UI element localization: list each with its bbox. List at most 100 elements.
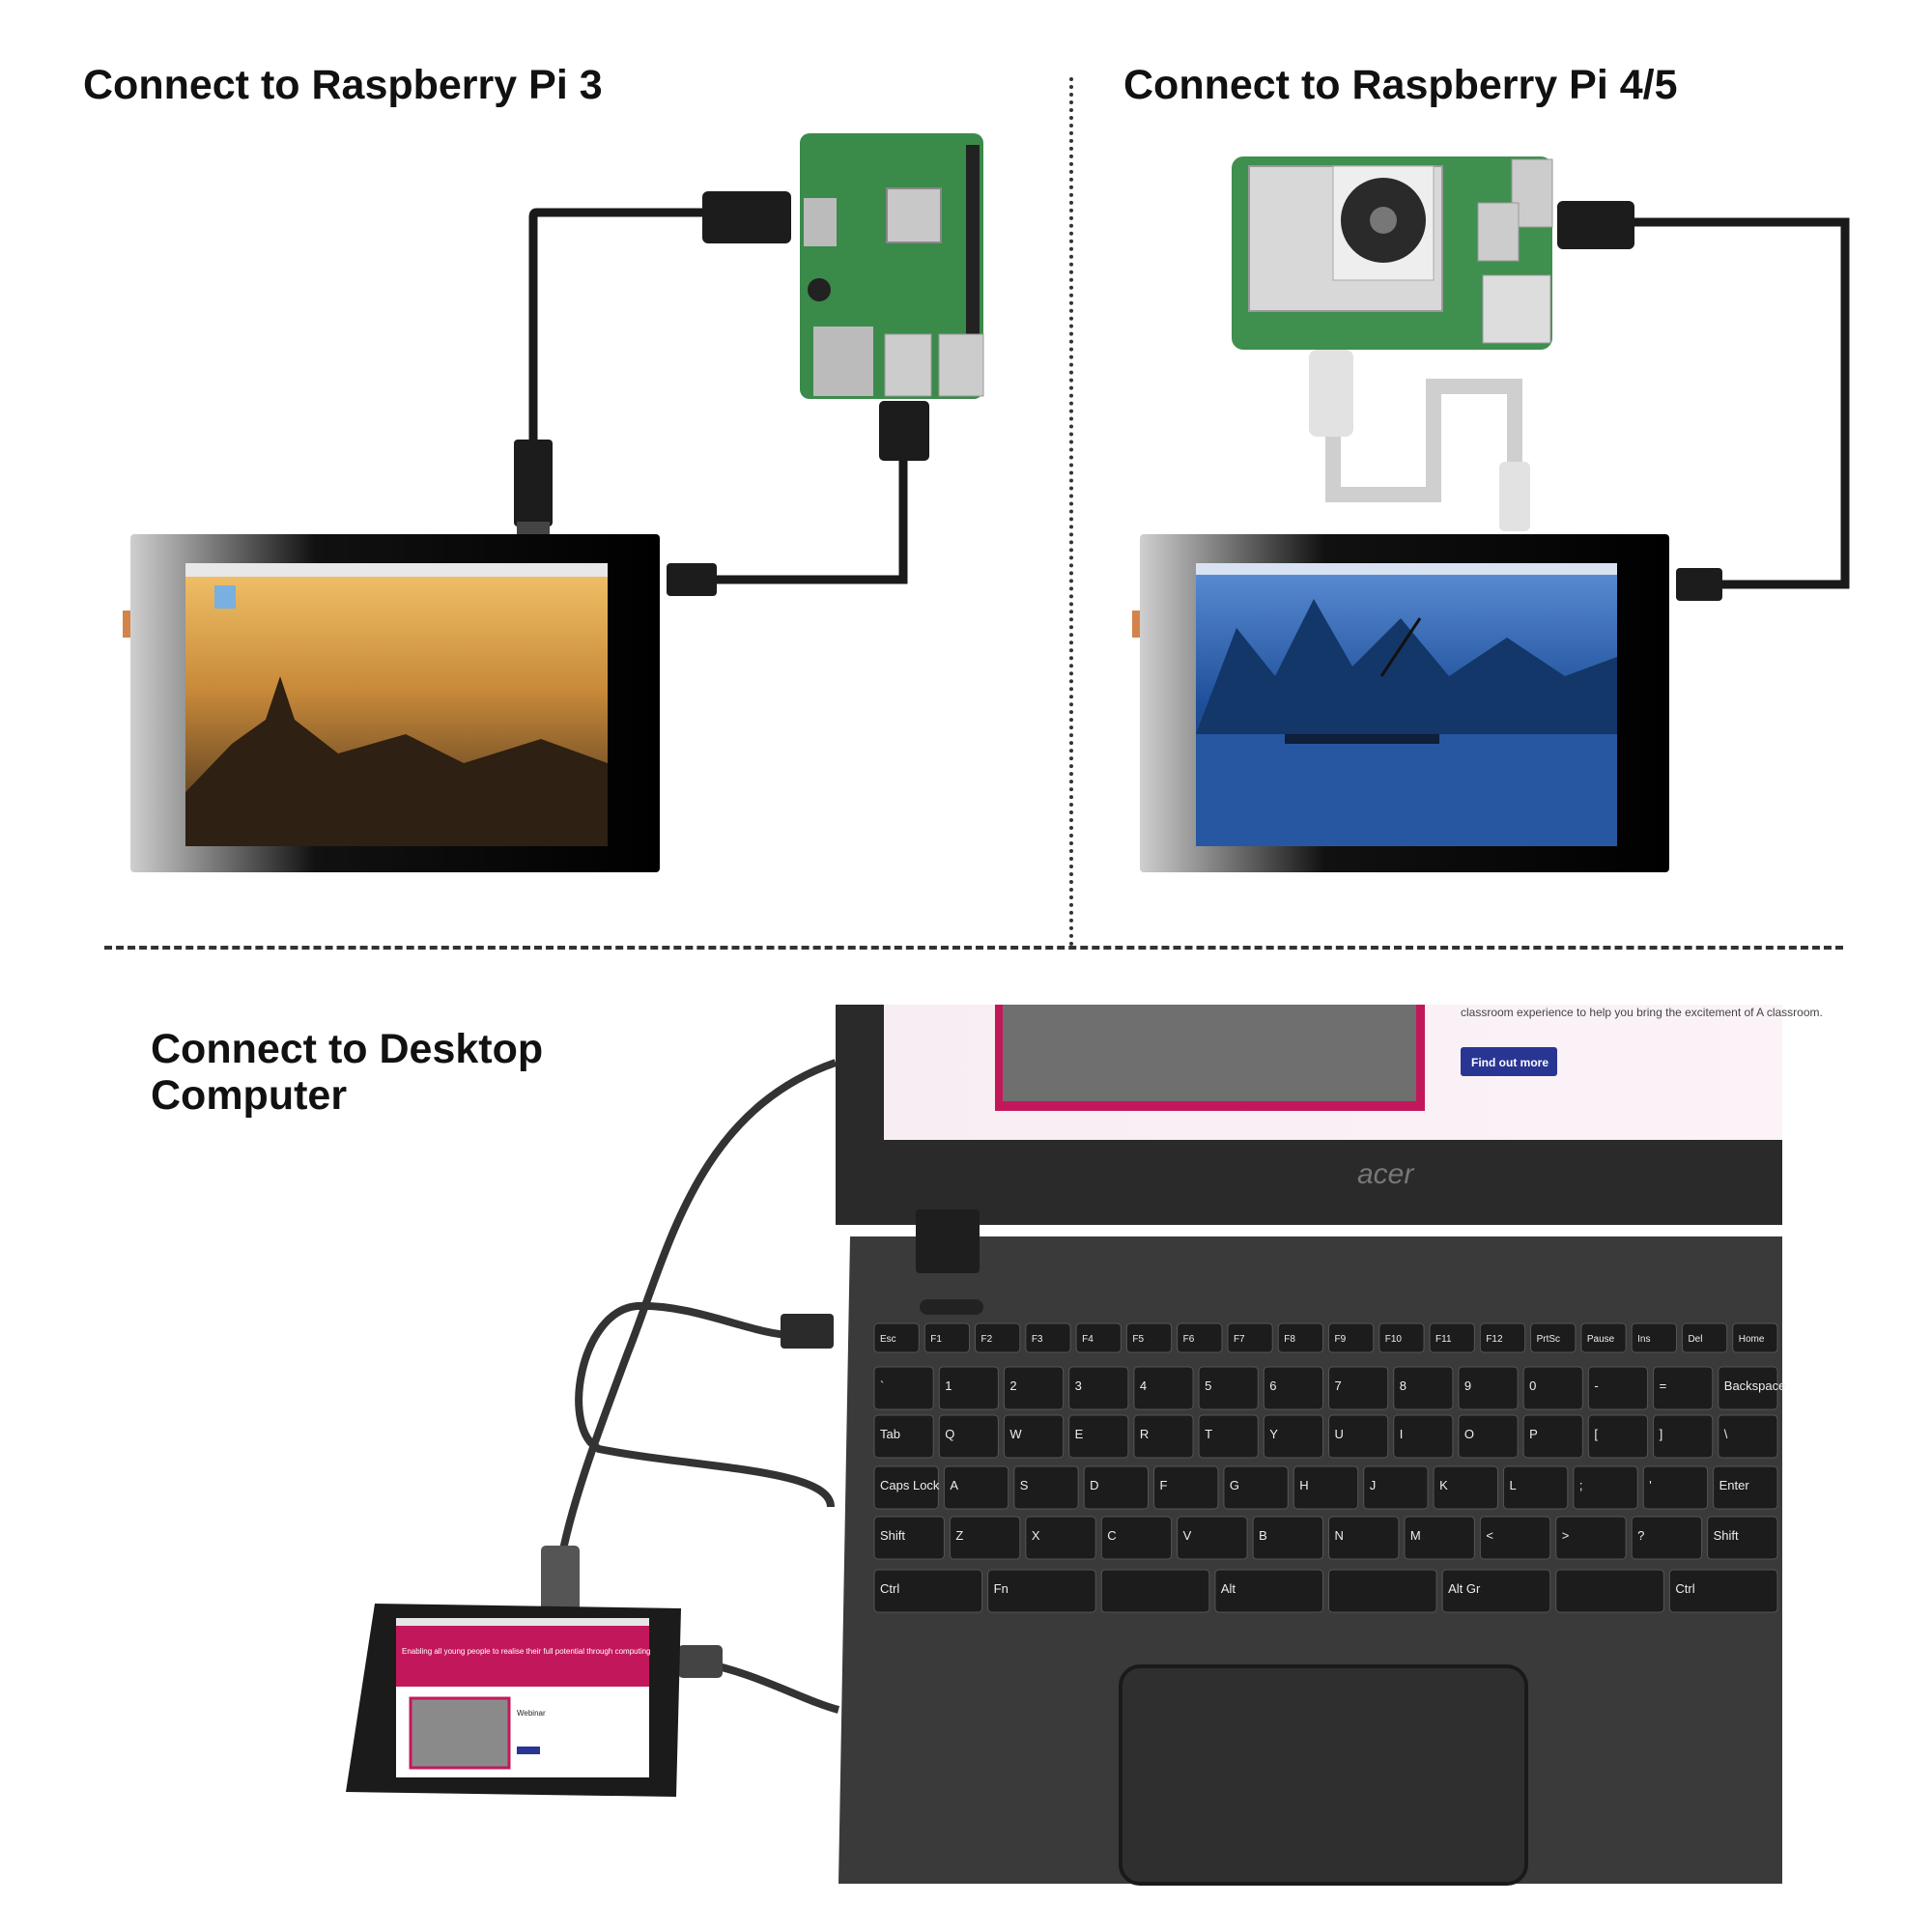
key-row3-2: S — [1013, 1465, 1079, 1510]
key-row2-9: O — [1458, 1414, 1519, 1459]
pi3-usb-port-1 — [884, 333, 932, 397]
key-row3-11: ' — [1642, 1465, 1709, 1510]
key-row4-7: M — [1404, 1516, 1475, 1560]
key-row2-13: \ — [1718, 1414, 1778, 1459]
key-label: ` — [880, 1378, 884, 1393]
key-row0-9: F9 — [1328, 1322, 1375, 1353]
key-row4-2: X — [1025, 1516, 1096, 1560]
pi3-ethernet — [813, 327, 873, 396]
usb-plug-small-screen-top — [541, 1546, 580, 1613]
key-row1-2: 2 — [1003, 1366, 1065, 1410]
power-plug-screen-end — [1499, 462, 1530, 531]
key-row1-6: 6 — [1263, 1366, 1324, 1410]
key-label: Y — [1269, 1427, 1278, 1441]
key-row1-5: 5 — [1198, 1366, 1259, 1410]
key-label: U — [1335, 1427, 1344, 1441]
key-row2-12: ] — [1653, 1414, 1714, 1459]
key-label: S — [1020, 1478, 1029, 1492]
key-label: Q — [945, 1427, 954, 1441]
key-row0-1: F1 — [923, 1322, 971, 1353]
laptop-find-out-more-button — [1461, 1047, 1557, 1076]
key-row3-4: F — [1153, 1465, 1219, 1510]
key-label: Shift — [880, 1528, 905, 1543]
usb-plug-small-screen-side — [678, 1645, 723, 1678]
key-row1-4: 4 — [1133, 1366, 1194, 1410]
key-label: V — [1183, 1528, 1192, 1543]
key-row3-5: G — [1223, 1465, 1289, 1510]
key-label: Enter — [1719, 1478, 1750, 1492]
key-row1-11: - — [1587, 1366, 1649, 1410]
key-row1-8: 8 — [1393, 1366, 1454, 1410]
section-title-pi45: Connect to Raspberry Pi 4/5 — [1123, 62, 1678, 108]
key-row0-0: Esc — [873, 1322, 920, 1353]
key-row1-9: 9 — [1458, 1366, 1519, 1410]
section-title-desktop: Connect to Desktop Computer — [151, 1026, 544, 1119]
power-plug — [1309, 350, 1353, 437]
key-label: F7 — [1234, 1334, 1245, 1345]
key-row5-1: Fn — [987, 1569, 1096, 1613]
key-row5-7: Ctrl — [1668, 1569, 1778, 1613]
key-label: = — [1660, 1378, 1667, 1393]
key-label: Fn — [994, 1581, 1009, 1596]
section-title-pi3: Connect to Raspberry Pi 3 — [83, 62, 603, 108]
key-label: W — [1009, 1427, 1022, 1441]
key-row0-13: PrtSc — [1530, 1322, 1577, 1353]
hdmi-plug — [702, 191, 791, 243]
key-row3-1: A — [943, 1465, 1009, 1510]
usb-cable-loop — [575, 1301, 835, 1508]
key-label: 3 — [1075, 1378, 1082, 1393]
key-label: P — [1529, 1427, 1538, 1441]
key-label: 0 — [1529, 1378, 1536, 1393]
key-label: F10 — [1385, 1334, 1403, 1345]
key-label: ? — [1637, 1528, 1644, 1543]
small-screen-photo — [409, 1696, 511, 1770]
key-label: Alt Gr — [1448, 1581, 1481, 1596]
key-label: Caps Lock — [880, 1478, 940, 1492]
key-row1-12: = — [1653, 1366, 1714, 1410]
key-row0-12: F12 — [1479, 1322, 1526, 1353]
usb-plug-laptop — [781, 1314, 834, 1349]
hdmi-plug-bottom — [514, 440, 553, 526]
key-label: F9 — [1335, 1334, 1347, 1345]
key-label: B — [1259, 1528, 1267, 1543]
key-label: Home — [1739, 1334, 1765, 1345]
key-label: 1 — [945, 1378, 952, 1393]
key-row3-10: ; — [1573, 1465, 1638, 1510]
hdmi-cable — [528, 208, 705, 444]
key-row3-7: J — [1363, 1465, 1429, 1510]
key-label: F4 — [1082, 1334, 1094, 1345]
usb-cable-desktop — [556, 1059, 838, 1566]
key-row0-7: F7 — [1227, 1322, 1273, 1353]
key-label: 9 — [1464, 1378, 1471, 1393]
key-label: Esc — [880, 1334, 896, 1345]
usb-cable-pi45 — [1633, 217, 1850, 589]
key-label: F1 — [930, 1334, 942, 1345]
key-label: H — [1299, 1478, 1308, 1492]
key-label: Pause — [1587, 1334, 1615, 1345]
key-row2-7: U — [1328, 1414, 1389, 1459]
key-row4-6: N — [1328, 1516, 1400, 1560]
key-label: M — [1410, 1528, 1421, 1543]
key-row0-8: F8 — [1277, 1322, 1323, 1353]
key-label: Backspace — [1724, 1378, 1786, 1393]
key-label: > — [1562, 1528, 1570, 1543]
usb-cable — [715, 454, 908, 584]
key-row2-3: E — [1068, 1414, 1129, 1459]
key-label: 8 — [1400, 1378, 1406, 1393]
key-label: I — [1400, 1427, 1404, 1441]
key-label: R — [1140, 1427, 1149, 1441]
key-label: Alt — [1221, 1581, 1236, 1596]
key-row0-16: Del — [1681, 1322, 1728, 1353]
usb-plug — [879, 401, 929, 461]
key-row4-9: > — [1555, 1516, 1627, 1560]
key-label: F3 — [1032, 1334, 1043, 1345]
key-label: 2 — [1009, 1378, 1016, 1393]
key-row5-3: Alt — [1214, 1569, 1323, 1613]
key-row2-6: Y — [1263, 1414, 1324, 1459]
key-label: Ins — [1637, 1334, 1650, 1345]
key-row4-10: ? — [1631, 1516, 1703, 1560]
key-row1-10: 0 — [1522, 1366, 1583, 1410]
key-row1-13: Backspace — [1718, 1366, 1786, 1410]
key-label: Z — [955, 1528, 963, 1543]
